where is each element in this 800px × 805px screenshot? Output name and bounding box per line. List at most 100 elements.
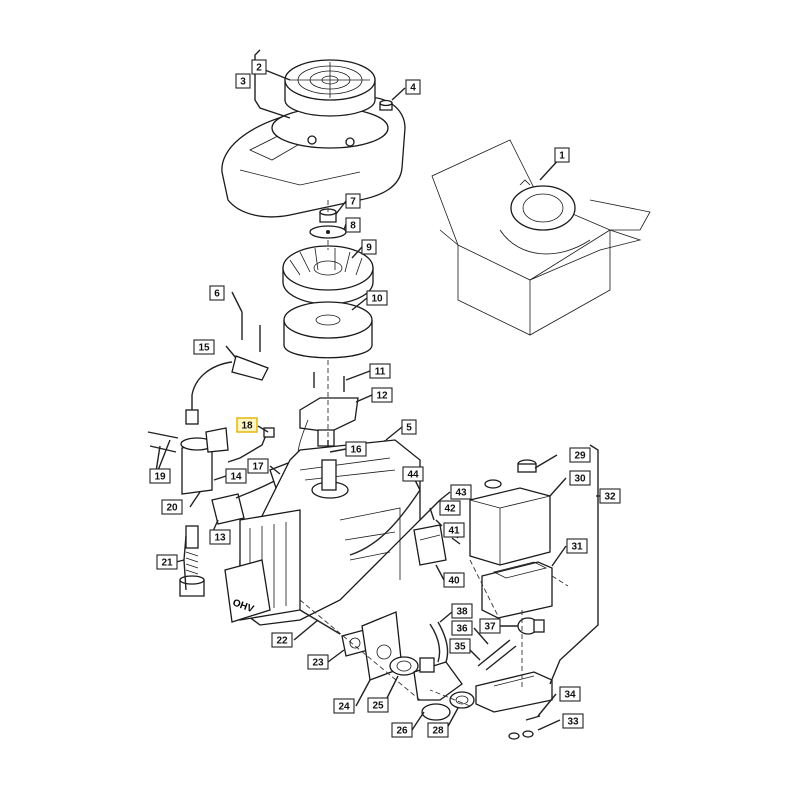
callout-box-14	[225, 468, 247, 484]
callout-number: 2	[256, 63, 262, 74]
callout-box-13	[209, 529, 231, 545]
callout-number: 1	[559, 151, 565, 162]
flywheel-nut	[319, 208, 337, 223]
callout-14: 14	[225, 468, 247, 484]
callout-number: 40	[448, 576, 460, 587]
ignition-lead-15	[185, 355, 269, 425]
callout-number: 13	[214, 533, 226, 544]
callout-4: 4	[405, 79, 421, 95]
callout-box-22	[271, 632, 293, 648]
screw-41	[451, 537, 461, 545]
callout-29: 29	[569, 447, 591, 463]
callout-15: 15	[193, 339, 215, 355]
callout-box-35	[449, 638, 471, 654]
callout-38: 38	[451, 603, 473, 619]
washer-plate	[309, 225, 347, 239]
callout-number: 22	[276, 636, 288, 647]
callout-box-30	[569, 470, 591, 486]
fuel-cap-29	[484, 459, 537, 489]
callout-box-33	[562, 713, 584, 729]
callout-box-25	[367, 697, 389, 713]
callout-number: 12	[376, 391, 388, 402]
callout-number: 29	[574, 451, 586, 462]
callout-box-42	[439, 500, 461, 516]
callout-box-15	[193, 339, 215, 355]
gasket-28	[449, 691, 475, 709]
callout-box-32	[599, 488, 621, 504]
callout-box-23	[307, 654, 329, 670]
callout-number: 20	[166, 503, 178, 514]
callout-box-43	[450, 484, 472, 500]
callout-number: 31	[571, 542, 583, 553]
callout-number: 30	[574, 474, 586, 485]
callout-1: 1	[554, 147, 570, 163]
electric-starter-20	[180, 427, 229, 495]
callout-number: 23	[312, 658, 324, 669]
governor-bracket-40	[413, 524, 447, 566]
callout-28: 28	[427, 722, 449, 738]
ignition-coil	[297, 397, 359, 463]
callout-number: 11	[375, 367, 386, 378]
callout-number: 43	[455, 488, 467, 499]
callout-32: 32	[599, 488, 621, 504]
breather-37	[517, 617, 545, 635]
recoil-starter	[284, 59, 376, 117]
air-filter-31	[481, 561, 553, 619]
callout-number: 7	[350, 197, 356, 208]
callout-number: 24	[338, 702, 350, 713]
callout-25: 25	[367, 697, 389, 713]
callout-box-5	[401, 419, 417, 435]
callout-box-28	[427, 722, 449, 738]
callout-box-6	[209, 285, 225, 301]
callout-number: 44	[407, 470, 419, 481]
callout-number: 10	[371, 294, 383, 305]
callout-number: 9	[366, 243, 372, 254]
cooling-fan	[282, 245, 374, 305]
callout-number: 26	[396, 726, 408, 737]
callout-12: 12	[371, 387, 393, 403]
spring-42	[435, 519, 443, 527]
fuel-tank-30	[469, 487, 551, 566]
callout-number: 14	[230, 472, 242, 483]
carburetor-26	[413, 657, 463, 721]
callout-box-37	[479, 618, 501, 634]
callout-box-38	[451, 603, 473, 619]
callout-number: 33	[567, 717, 579, 728]
callout-40: 40	[443, 572, 465, 588]
callout-box-12	[371, 387, 393, 403]
callout-box-40	[443, 572, 465, 588]
callout-7: 7	[345, 193, 361, 209]
callout-box-1	[554, 147, 570, 163]
callout-33: 33	[562, 713, 584, 729]
engine-block: OHV	[224, 439, 421, 626]
callout-box-21	[156, 554, 178, 570]
callout-43: 43	[450, 484, 472, 500]
callout-number: 6	[214, 289, 220, 300]
screws-11	[313, 372, 345, 392]
shaft-22	[299, 609, 341, 635]
blower-housing	[221, 96, 406, 218]
callout-number: 21	[161, 558, 173, 569]
callout-box-19	[149, 468, 171, 484]
callout-35: 35	[449, 638, 471, 654]
callout-box-31	[566, 538, 588, 554]
callout-number: 35	[454, 642, 466, 653]
callout-22: 22	[271, 632, 293, 648]
callout-37: 37	[479, 618, 501, 634]
screws-33	[508, 715, 541, 740]
callout-number: 16	[350, 445, 362, 456]
callout-number: 8	[350, 221, 356, 232]
callout-box-4	[405, 79, 421, 95]
callout-box-3	[235, 73, 251, 89]
callout-box-24	[333, 698, 355, 714]
callout-box-16	[345, 441, 367, 457]
callout-34: 34	[559, 686, 581, 702]
callout-box-41	[443, 522, 465, 538]
callout-number: 32	[604, 492, 616, 503]
callout-16: 16	[345, 441, 367, 457]
callout-number: 19	[154, 472, 166, 483]
throttle-cable-44	[349, 489, 421, 556]
callout-box-2	[251, 59, 267, 75]
callout-number: 18	[241, 421, 253, 432]
callout-number: 3	[240, 77, 246, 88]
